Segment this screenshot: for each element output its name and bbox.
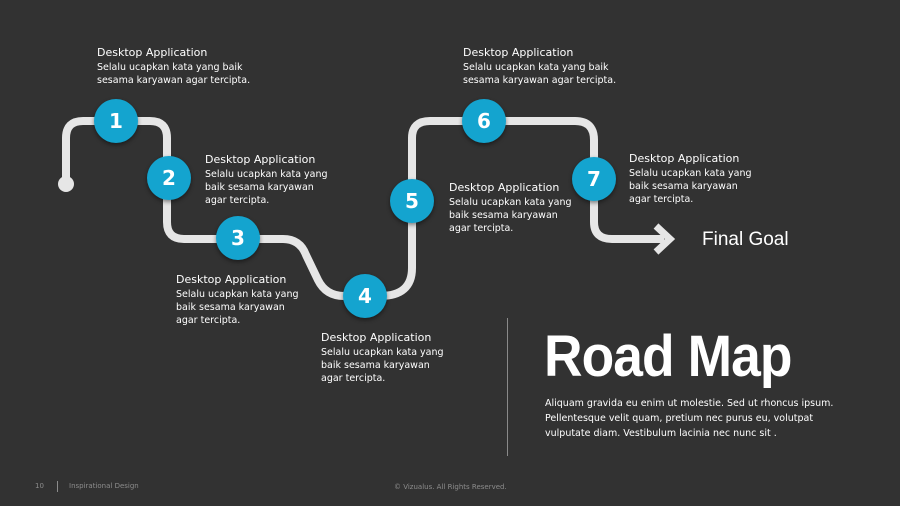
step-body: Selalu ucapkan kata yang baik sesama kar… bbox=[463, 62, 617, 86]
step-3-badge: 3 bbox=[216, 216, 260, 260]
step-body: Selalu ucapkan kata yang baik sesama kar… bbox=[449, 197, 572, 234]
step-6-text: Desktop Application Selalu ucapkan kata … bbox=[463, 46, 623, 87]
step-body: Selalu ucapkan kata yang baik sesama kar… bbox=[205, 169, 328, 206]
step-4-text: Desktop Application Selalu ucapkan kata … bbox=[321, 331, 446, 385]
step-title: Desktop Application bbox=[176, 273, 287, 286]
step-5-text: Desktop Application Selalu ucapkan kata … bbox=[449, 181, 574, 235]
step-title: Desktop Application bbox=[97, 46, 208, 59]
footer-page-number: 10 bbox=[35, 482, 44, 490]
step-4-badge: 4 bbox=[343, 274, 387, 318]
step-7-badge: 7 bbox=[572, 157, 616, 201]
description-text: Aliquam gravida eu enim ut molestie. Sed… bbox=[545, 398, 834, 439]
footer-separator bbox=[57, 481, 58, 492]
step-6-badge: 6 bbox=[462, 99, 506, 143]
page-title: Road Map bbox=[544, 324, 793, 389]
step-1-badge: 1 bbox=[94, 99, 138, 143]
step-body: Selalu ucapkan kata yang baik sesama kar… bbox=[176, 289, 299, 326]
footer-label: Inspirational Design bbox=[69, 482, 139, 490]
step-title: Desktop Application bbox=[205, 153, 316, 166]
footer-copyright: © Vizualus. All Rights Reserved. bbox=[394, 483, 507, 491]
step-3-text: Desktop Application Selalu ucapkan kata … bbox=[176, 273, 301, 327]
step-title: Desktop Application bbox=[321, 331, 432, 344]
step-title: Desktop Application bbox=[629, 152, 740, 165]
step-1-text: Desktop Application Selalu ucapkan kata … bbox=[97, 46, 257, 87]
step-body: Selalu ucapkan kata yang baik sesama kar… bbox=[629, 168, 752, 205]
arrow-right-icon bbox=[653, 223, 676, 255]
step-5-badge: 5 bbox=[390, 179, 434, 223]
final-goal-label: Final Goal bbox=[702, 229, 789, 250]
road-path bbox=[62, 117, 664, 300]
step-body: Selalu ucapkan kata yang baik sesama kar… bbox=[321, 347, 444, 384]
step-2-badge: 2 bbox=[147, 156, 191, 200]
step-2-text: Desktop Application Selalu ucapkan kata … bbox=[205, 153, 330, 207]
step-title: Desktop Application bbox=[463, 46, 574, 59]
step-title: Desktop Application bbox=[449, 181, 560, 194]
step-7-text: Desktop Application Selalu ucapkan kata … bbox=[629, 152, 754, 206]
vertical-divider bbox=[507, 318, 508, 456]
step-body: Selalu ucapkan kata yang baik sesama kar… bbox=[97, 62, 251, 86]
road-start-dot-icon bbox=[58, 176, 74, 192]
